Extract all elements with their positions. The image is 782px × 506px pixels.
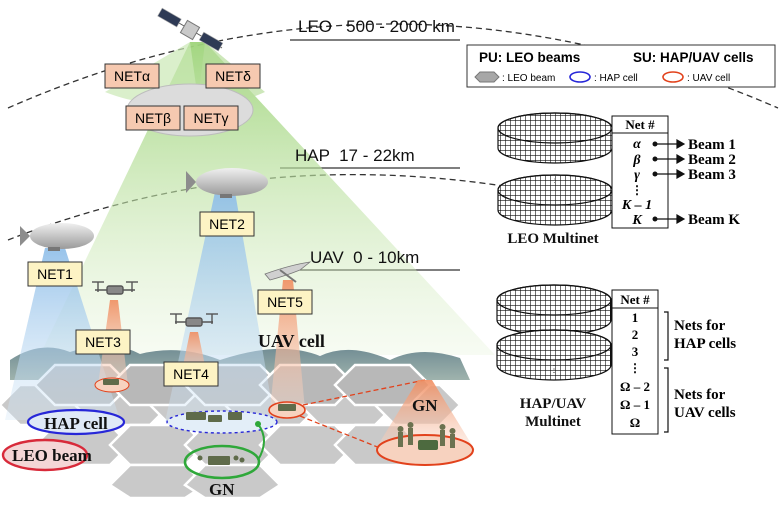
leo-net-label-beta: NETβ [135,110,171,126]
leo-net-label-delta: NETδ [215,68,251,84]
uav-cell-label: UAV cell [258,331,325,351]
hap-cell-ellipse [26,408,126,436]
hap-multinet-caption-line2: Multinet [525,414,581,430]
legend-hap-cell-label: : HAP cell [594,73,638,84]
legend-uav-cell-label: : UAV cell [687,73,730,84]
beam-1-label: Beam 1 [688,137,736,153]
leo-net-box-delta: NETδ [205,63,261,89]
leo-beam-label: LEO beam [12,446,92,465]
zoom-line-bottom [299,415,386,451]
hap-net-row-dots: ⋮ [629,361,641,375]
legend-box: PU: LEO beams SU: HAP/UAV cells : LEO be… [466,44,776,88]
net-label-1: NET1 [37,266,73,282]
hap-orbit-label: HAP 17 - 22km [295,146,415,165]
leo-net-box-alpha: NETα [104,63,160,89]
hap-cell-legend-icon [569,71,591,83]
leo-beam-ellipse [1,438,89,472]
hap-net-row-omega-minus-2: Ω – 2 [620,379,650,394]
ground-vehicles-icon [103,379,296,465]
gn-label-right: GN [412,396,438,415]
leo-net-row-dots: ⋮ [631,183,643,197]
leo-net-box-gamma: NETγ [183,105,239,131]
uav-drone-center-icon [170,313,218,327]
gn-zoom-soldiers-icon [397,422,456,450]
leo-net-row-gamma: γ [634,168,640,183]
net-box-1: NET1 [27,261,83,287]
hap-net-row-1: 1 [632,310,639,325]
nets-for-hap-line2: HAP cells [674,336,736,352]
leo-multinet-cylinder: ⋮ [497,112,613,226]
gn-label-bottom: GN [209,480,235,499]
net-box-4: NET4 [163,361,219,387]
leo-beam-arrows [657,138,686,225]
leo-net-label-alpha: NETα [114,68,150,84]
uav-orbit-label: UAV 0 - 10km [310,248,419,267]
gn-ellipse-bottom [183,444,261,480]
leo-net-box-beta: NETβ [125,105,181,131]
hap-cells-bracket [664,311,669,361]
net-box-5: NET5 [257,289,313,315]
net-label-4: NET4 [173,366,209,382]
net-label-3: NET3 [85,334,121,350]
leo-net-table: Net # α β γ ⋮ K – 1 K [611,115,669,229]
uav-cell-legend-icon [662,71,684,83]
hap-beam-net1 [5,248,120,420]
hap-multinet-caption-line1: HAP/UAV [520,396,587,412]
hap-net-row-3: 3 [632,344,639,359]
hap-net-table-header: Net # [620,292,650,307]
leo-net-row-alpha: α [633,137,641,152]
hap-net-row-omega-minus-1: Ω – 1 [620,397,650,412]
legend-title-pu: PU: LEO beams [479,50,580,65]
nets-for-uav-line2: UAV cells [674,405,736,421]
zoom-line-top [302,379,426,406]
hap-net-row-omega: Ω [630,415,640,430]
leo-net-label-gamma: NETγ [194,110,229,126]
leo-net-row-beta: β [632,153,641,168]
hap-cell-label: HAP cell [44,414,108,433]
hap-net-table: Net # 1 2 3 ⋮ Ω – 2 Ω – 1 Ω [611,289,659,435]
beam-k-label: Beam K [688,212,740,228]
hap-uav-multinet-cylinder: ⋮ [496,284,612,381]
nets-for-hap-line1: Nets for [674,318,726,334]
net-label-2: NET2 [209,216,245,232]
hap-airship-left-icon [20,223,94,251]
leo-orbit-label: LEO 500 - 2000 km [298,17,455,36]
hap-multinet-dots: ⋮ [549,364,559,375]
hap-airship-center-icon [186,168,268,198]
net-box-3: NET3 [75,329,131,355]
legend-leo-beam-label: : LEO beam [502,73,555,84]
net-box-2: NET2 [199,211,255,237]
leo-beam-hex-icon [474,71,500,83]
gn-link-line [257,423,265,461]
uav-fixed-wing-icon [264,261,312,283]
net-label-5: NET5 [267,294,303,310]
uav-beam-net5 [270,280,305,410]
leo-net-table-header: Net # [625,117,655,132]
leo-net-row-k-minus-1: K – 1 [621,198,652,213]
leo-net-row-k: K [631,213,643,228]
uav-cells-bracket [664,367,669,433]
leo-multinet-dots: ⋮ [550,174,560,185]
leo-multinet-caption: LEO Multinet [507,231,598,247]
legend-title-su: SU: HAP/UAV cells [633,50,754,65]
uav-drone-left-icon [92,281,138,295]
nets-for-uav-line1: Nets for [674,387,726,403]
hap-net-row-2: 2 [632,327,639,342]
beam-3-label: Beam 3 [688,167,736,183]
beam-2-label: Beam 2 [688,152,736,168]
leo-satellite-icon [157,7,224,52]
